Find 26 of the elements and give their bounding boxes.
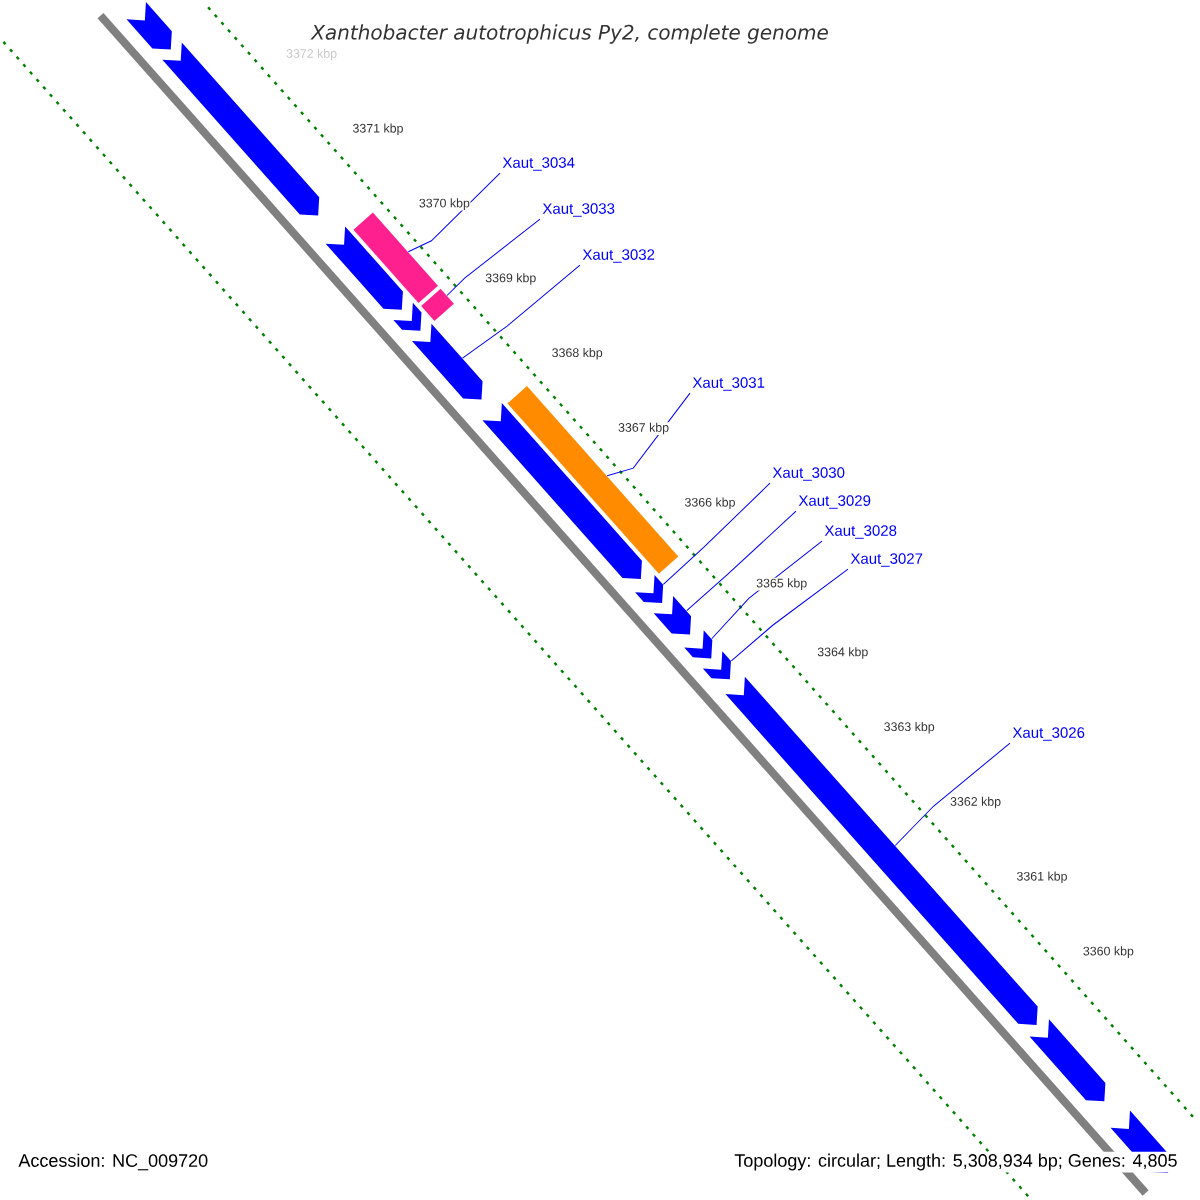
gene-feature <box>126 2 172 50</box>
gene-bar <box>353 212 438 304</box>
leader-line <box>662 482 771 585</box>
gene-feature <box>653 595 692 635</box>
gene-feature <box>325 226 403 310</box>
gene-feature <box>162 42 320 216</box>
gene-feature <box>635 575 664 604</box>
leader-line <box>407 172 501 253</box>
gene-feature <box>482 403 642 580</box>
gene-feature <box>393 302 422 331</box>
gene-bar <box>507 386 679 574</box>
gene-feature <box>684 630 713 659</box>
gene-feature <box>1029 1019 1106 1102</box>
leader-line <box>686 510 797 612</box>
leader-line <box>730 568 849 662</box>
gene-feature <box>412 323 483 400</box>
title: Xanthobacter autotrophicus Py2, complete genome <box>310 24 828 44</box>
accession-text: Accession: NC_009720 <box>16 1151 211 1173</box>
leader-line <box>711 540 823 640</box>
genome-info-text: Topology: circular; Length: 5,308,934 bp; Genes: 4,805 <box>732 1151 1180 1173</box>
leader-line <box>462 264 581 359</box>
gene-feature <box>702 651 731 680</box>
leader-line <box>894 742 1011 846</box>
leader-line <box>446 218 541 296</box>
gene-bar <box>421 288 454 321</box>
leader-line <box>606 392 691 477</box>
